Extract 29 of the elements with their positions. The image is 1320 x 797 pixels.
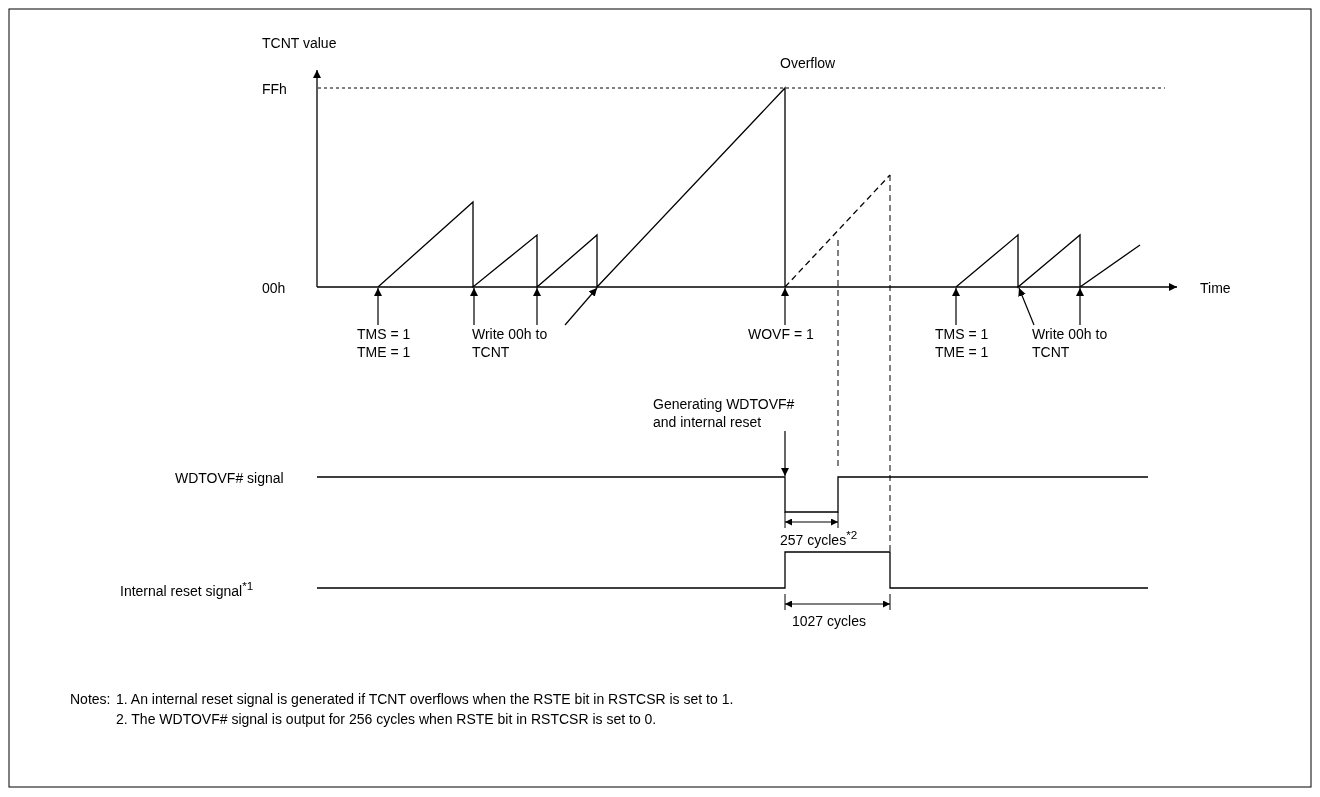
axis-tick-label: 00h (262, 279, 286, 297)
leader-arrow (470, 287, 478, 326)
leader-arrow (952, 287, 960, 326)
note-text: Notes: (70, 690, 111, 708)
annotation-text: TMS = 1 TME = 1 (935, 325, 997, 361)
annotation-text: Generating WDTOVF# and internal reset (653, 395, 818, 431)
annotation-text: Write 00h to TCNT (1032, 325, 1127, 361)
dimension-label: 257 cycles$^{*2}$ (780, 527, 858, 549)
note-text: 1. An internal reset signal is generated if TCNT overflows when the RSTE bit in RSTCSR is set to 1. (116, 690, 734, 708)
axis-tick-label: FFh (262, 80, 287, 98)
waveform-drawing (377, 86, 1141, 289)
axis-label: Time (1200, 279, 1231, 297)
leader-arrow (1076, 287, 1084, 326)
annotation-text: Overflow (780, 54, 836, 72)
leader-arrow (374, 287, 382, 326)
leader-arrow (781, 430, 789, 477)
note-text: 2. The WDTOVF# signal is output for 256 cycles when RSTE bit in RSTCSR is set to 0. (116, 710, 657, 728)
dimension-label: 1027 cycles (792, 612, 866, 630)
annotation-text: Write 00h to TCNT (472, 325, 567, 361)
axis-label: TCNT value (262, 34, 337, 52)
leader-arrow (781, 287, 789, 326)
signal-label: Internal reset signal$^{*1}$ (120, 578, 254, 600)
annotation-text: TMS = 1 TME = 1 (357, 325, 419, 361)
leader-arrow (1018, 287, 1035, 326)
leader-arrow (533, 287, 541, 326)
leader-arrow (564, 287, 598, 326)
annotation-text: WOVF = 1 (748, 325, 843, 343)
signal-label: WDTOVF# signal (175, 469, 284, 487)
signal-waveform (316, 476, 1149, 513)
